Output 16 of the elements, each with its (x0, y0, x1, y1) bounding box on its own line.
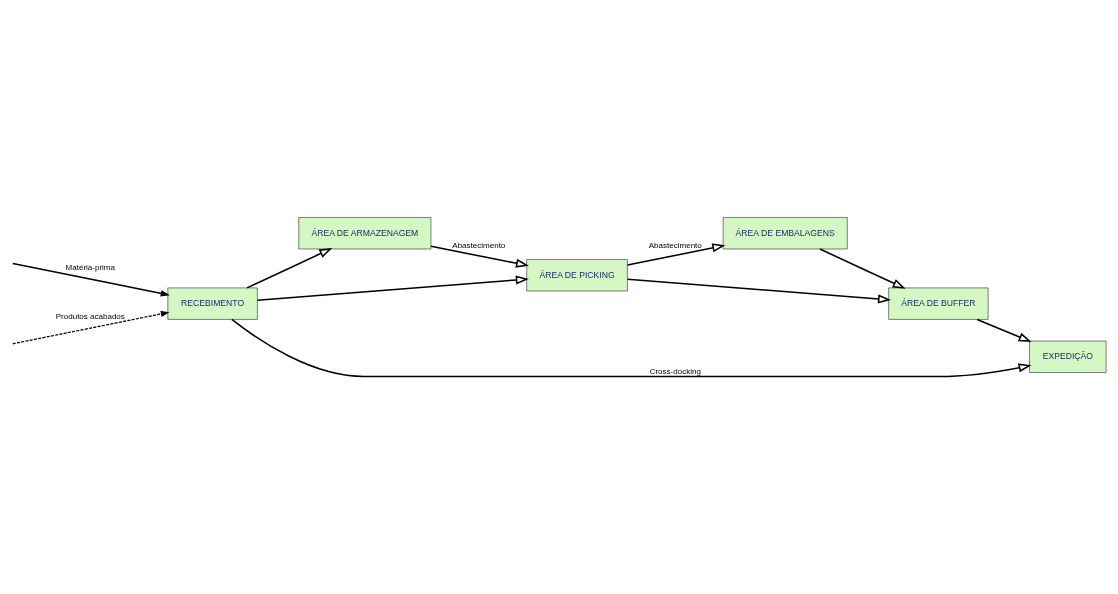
arrow (12, 262, 170, 297)
node-box: ÁREA DE BUFFER (888, 287, 989, 320)
arrow (430, 245, 529, 268)
node-box: RECEBIMENTO (167, 287, 258, 320)
arrow (231, 318, 1032, 378)
arrow (12, 310, 170, 345)
arrow (819, 248, 906, 289)
node-box: ÁREA DE PICKING (526, 259, 628, 292)
arrow (256, 275, 529, 301)
arrow (246, 248, 333, 289)
node-box: ÁREA DE EMBALAGENS (722, 217, 848, 250)
arrow (626, 243, 726, 266)
arrow (976, 318, 1032, 342)
node-box: ÁREA DE ARMAZENAGEM (298, 217, 432, 250)
node-box: EXPEDIÇÃO (1029, 340, 1107, 373)
arrow (626, 278, 891, 304)
